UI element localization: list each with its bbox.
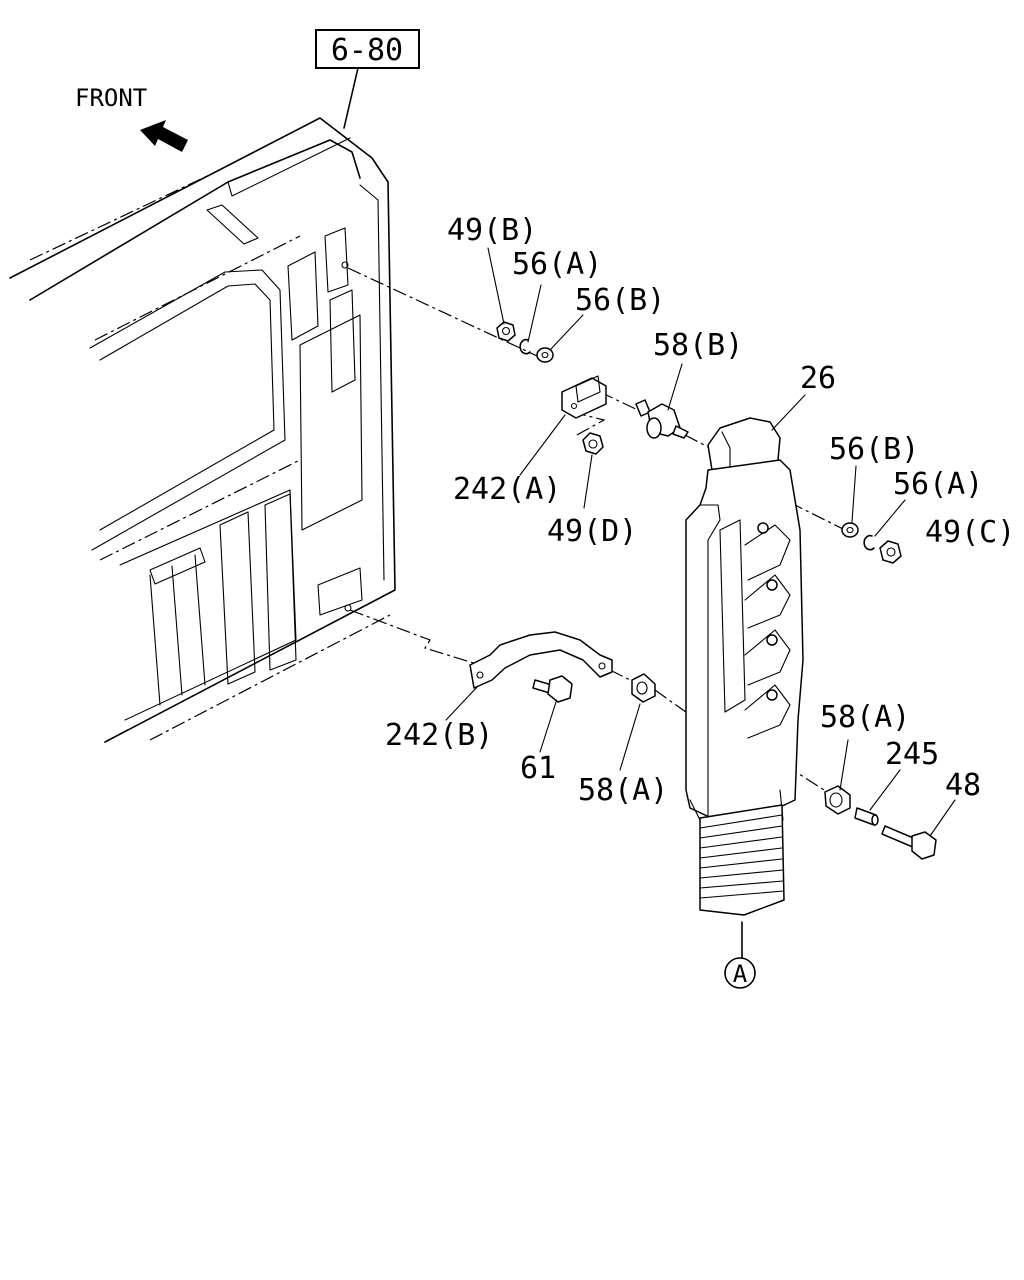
callout-labels: 49(B) 56(A) 56(B) 58(B) 26 242(A) 49(D) … <box>385 213 1015 808</box>
label-58a-right: 58(A) <box>820 700 910 735</box>
label-56a-right: 56(A) <box>893 467 983 502</box>
leader-lines <box>445 247 956 837</box>
reference-box-label: 6-80 <box>331 33 403 68</box>
label-242b: 242(B) <box>385 718 493 753</box>
collar-245 <box>854 807 879 826</box>
duct-26 <box>685 417 804 841</box>
connector-a: A <box>724 957 756 989</box>
bushing-58a-left <box>631 673 656 703</box>
reference-box: 6-80 <box>315 29 420 69</box>
label-56b-right: 56(B) <box>829 432 919 467</box>
label-56b-top: 56(B) <box>575 283 665 318</box>
front-arrow-icon <box>140 120 188 152</box>
label-56a-top: 56(A) <box>512 247 602 282</box>
label-49c: 49(C) <box>925 515 1015 550</box>
nut-49c <box>879 540 902 564</box>
bolt-61 <box>532 675 573 703</box>
washer-56b-upper <box>536 347 554 363</box>
front-label: FRONT <box>75 84 147 112</box>
label-26: 26 <box>800 361 836 396</box>
label-49b: 49(B) <box>447 213 537 248</box>
label-48: 48 <box>945 768 981 803</box>
label-58b: 58(B) <box>653 328 743 363</box>
connector-a-label: A <box>733 960 748 988</box>
label-245: 245 <box>885 737 939 772</box>
bolt-48 <box>881 825 937 860</box>
label-242a: 242(A) <box>453 472 561 507</box>
front-direction: FRONT <box>75 84 188 152</box>
bushing-58b <box>635 399 689 439</box>
washer-56b-right <box>841 522 859 538</box>
bracket-242a <box>561 375 607 419</box>
clip-56a-right <box>863 534 875 551</box>
label-58a-left: 58(A) <box>578 773 668 808</box>
label-49d: 49(D) <box>547 514 637 549</box>
bushing-58a-right <box>824 785 851 815</box>
bellows <box>699 804 785 916</box>
label-61: 61 <box>520 751 556 786</box>
clip-56a-upper <box>519 338 531 355</box>
reference-leader <box>343 67 359 129</box>
nut-49d <box>582 432 604 455</box>
cab-body <box>9 117 396 743</box>
nut-49b <box>496 321 516 342</box>
bracket-242b <box>469 631 613 689</box>
